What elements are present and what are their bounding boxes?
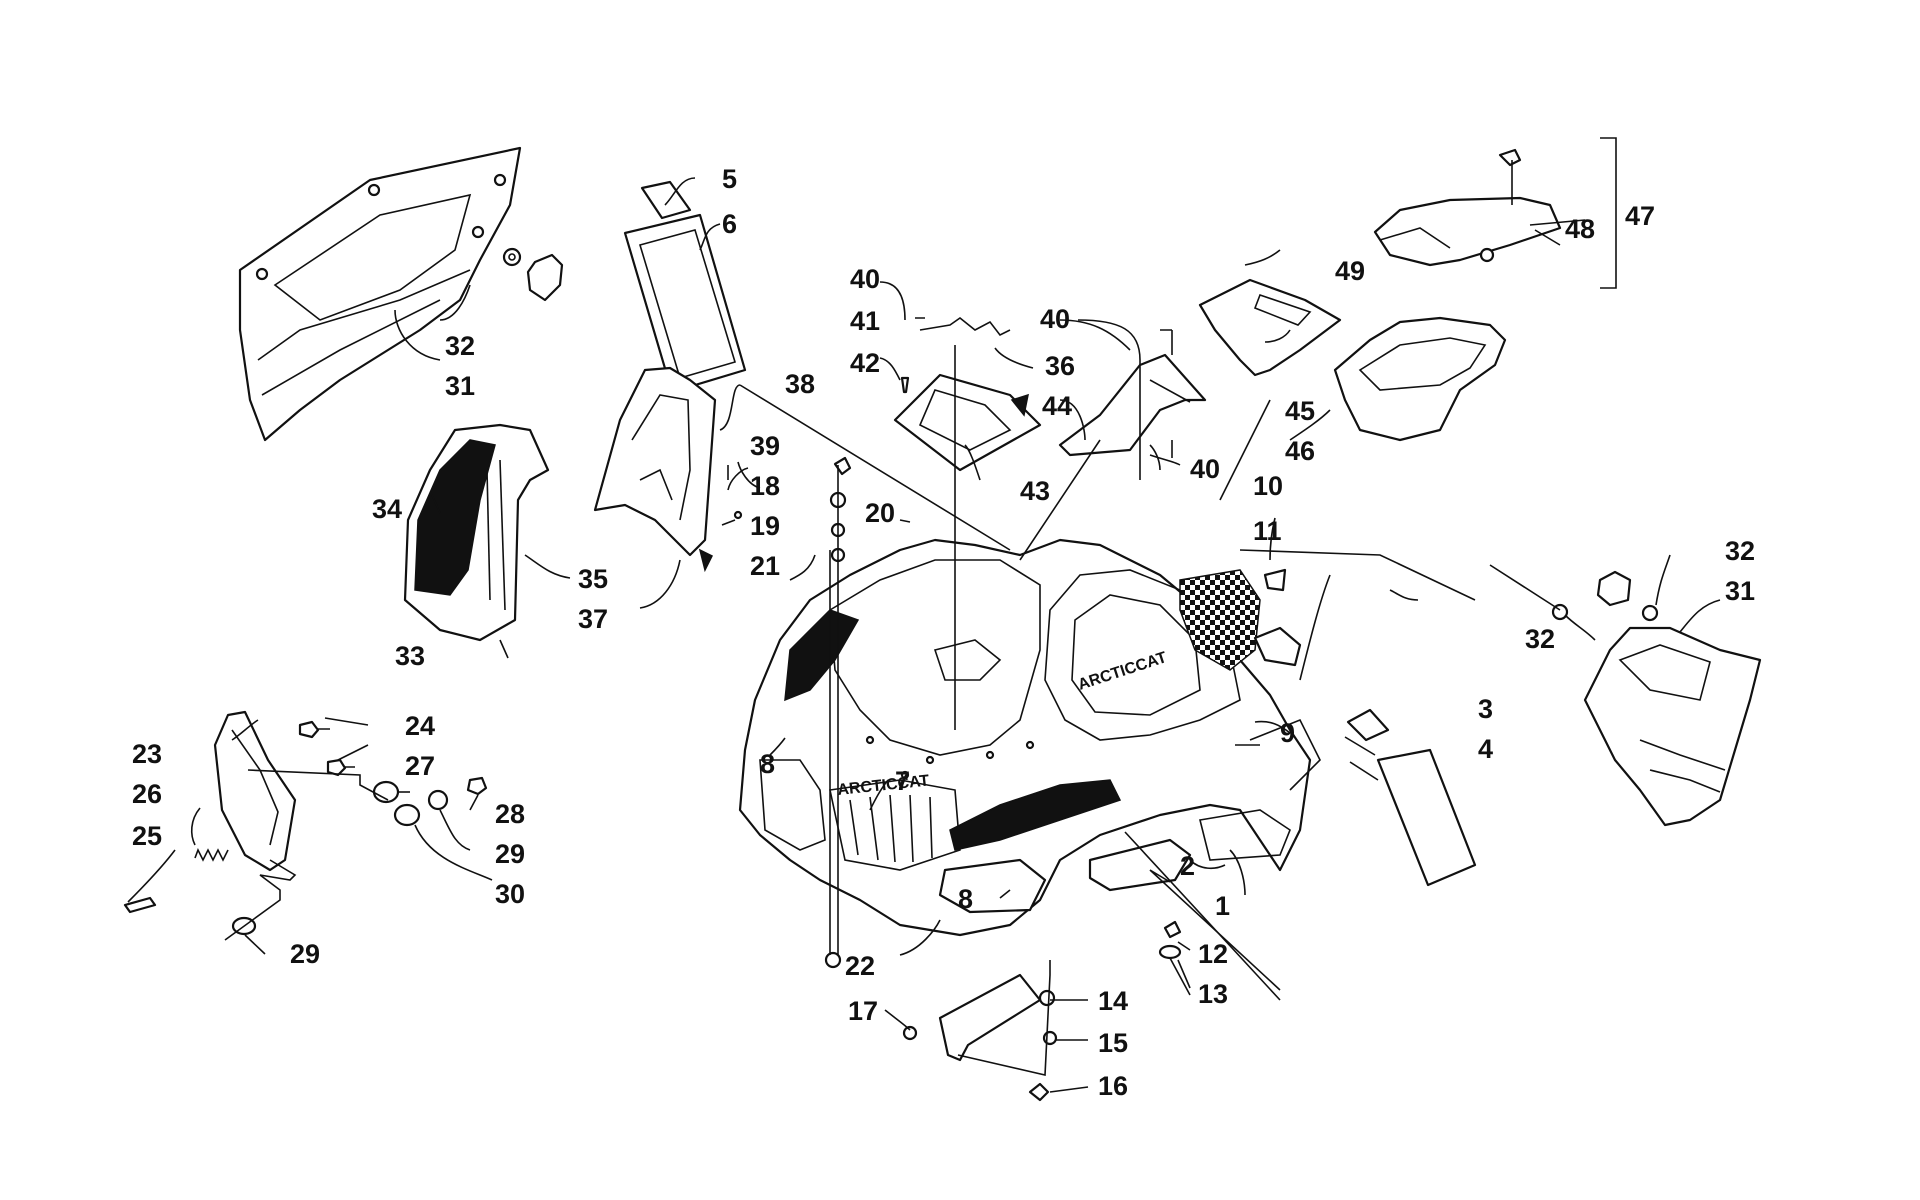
callout-29a: 29	[495, 839, 525, 869]
callout-1: 1	[1215, 891, 1230, 921]
callout-2: 2	[1180, 851, 1195, 881]
callout-16: 16	[1098, 1071, 1128, 1101]
callout-9: 9	[1280, 718, 1295, 748]
callout-46: 46	[1285, 436, 1315, 466]
decal-3	[1346, 708, 1390, 742]
callout-32c: 32	[1525, 624, 1555, 654]
callout-7: 7	[895, 766, 910, 796]
callout-47: 47	[1625, 201, 1655, 231]
decal-6	[623, 213, 747, 394]
callout-40a: 40	[850, 264, 880, 294]
lid-49	[1373, 148, 1562, 267]
callout-8b: 8	[958, 884, 973, 914]
callout-31b: 31	[1725, 576, 1755, 606]
callout-36: 36	[1045, 351, 1075, 381]
callout-13: 13	[1198, 979, 1228, 1009]
side-panel-left	[238, 146, 522, 442]
bolts-24	[298, 720, 355, 777]
callout-17: 17	[848, 996, 878, 1026]
bracket-43	[893, 373, 1042, 472]
washer-32-left	[502, 247, 564, 302]
leader-lines	[127, 177, 1721, 1093]
tray-45	[1198, 278, 1342, 377]
callout-28: 28	[495, 799, 525, 829]
callout-20: 20	[865, 498, 895, 528]
screw-28	[466, 776, 488, 796]
screw-42	[900, 376, 910, 394]
callout-40c: 40	[1190, 454, 1220, 484]
callout-19: 19	[750, 511, 780, 541]
fender-flare-33	[403, 423, 550, 642]
callout-22: 22	[845, 951, 875, 981]
callout-37: 37	[578, 604, 608, 634]
callout-15: 15	[1098, 1028, 1128, 1058]
callout-24: 24	[405, 711, 435, 741]
storage-bin-46	[1333, 316, 1507, 442]
callout-43: 43	[1020, 476, 1050, 506]
callout-44: 44	[1042, 391, 1072, 421]
callout-14: 14	[1098, 986, 1128, 1016]
callout-21: 21	[750, 551, 780, 581]
callout-4: 4	[1478, 734, 1493, 764]
callout-42: 42	[850, 348, 880, 378]
inner-panel-37	[593, 366, 717, 573]
callout-38: 38	[785, 369, 815, 399]
washer-29-top	[427, 789, 449, 811]
callout-23: 23	[132, 739, 162, 769]
decal-4	[1376, 748, 1477, 887]
headlight-23	[213, 710, 297, 872]
spring-26	[194, 848, 229, 862]
callout-32a: 32	[445, 331, 475, 361]
callout-33: 33	[395, 641, 425, 671]
adjuster-25	[123, 896, 157, 914]
grommet-30	[393, 803, 421, 827]
rear-cover-44	[1058, 353, 1207, 457]
callout-5: 5	[722, 164, 737, 194]
callout-10: 10	[1253, 471, 1283, 501]
callout-48: 48	[1565, 214, 1595, 244]
callout-39: 39	[750, 431, 780, 461]
bracket-47	[1600, 137, 1617, 289]
callout-31a: 31	[445, 371, 475, 401]
callout-25: 25	[132, 821, 162, 851]
callout-30: 30	[495, 879, 525, 909]
callout-35: 35	[578, 564, 608, 594]
callout-8a: 8	[760, 749, 775, 779]
callout-6: 6	[722, 209, 737, 239]
front-body: ARCTICCAT ARCTICCAT	[738, 538, 1321, 937]
side-panel-right	[1551, 570, 1762, 827]
callout-32b: 32	[1725, 536, 1755, 566]
callout-29b: 29	[290, 939, 320, 969]
callout-11: 11	[1253, 516, 1282, 546]
decal-5	[640, 180, 692, 220]
callout-3: 3	[1478, 694, 1493, 724]
bracket-14	[938, 973, 1042, 1062]
callouts: 1 2 3 4 5 6 7 8 8 9 10 11 12 13 14 15 16…	[132, 164, 1755, 1101]
callout-49: 49	[1335, 256, 1365, 286]
callout-45: 45	[1285, 396, 1315, 426]
callout-26: 26	[132, 779, 162, 809]
callout-12: 12	[1198, 939, 1228, 969]
callout-34: 34	[372, 494, 402, 524]
callout-27: 27	[405, 751, 435, 781]
callout-18: 18	[750, 471, 780, 501]
cable-41	[919, 317, 1011, 337]
callout-40b: 40	[1040, 304, 1070, 334]
callout-41: 41	[850, 306, 880, 336]
